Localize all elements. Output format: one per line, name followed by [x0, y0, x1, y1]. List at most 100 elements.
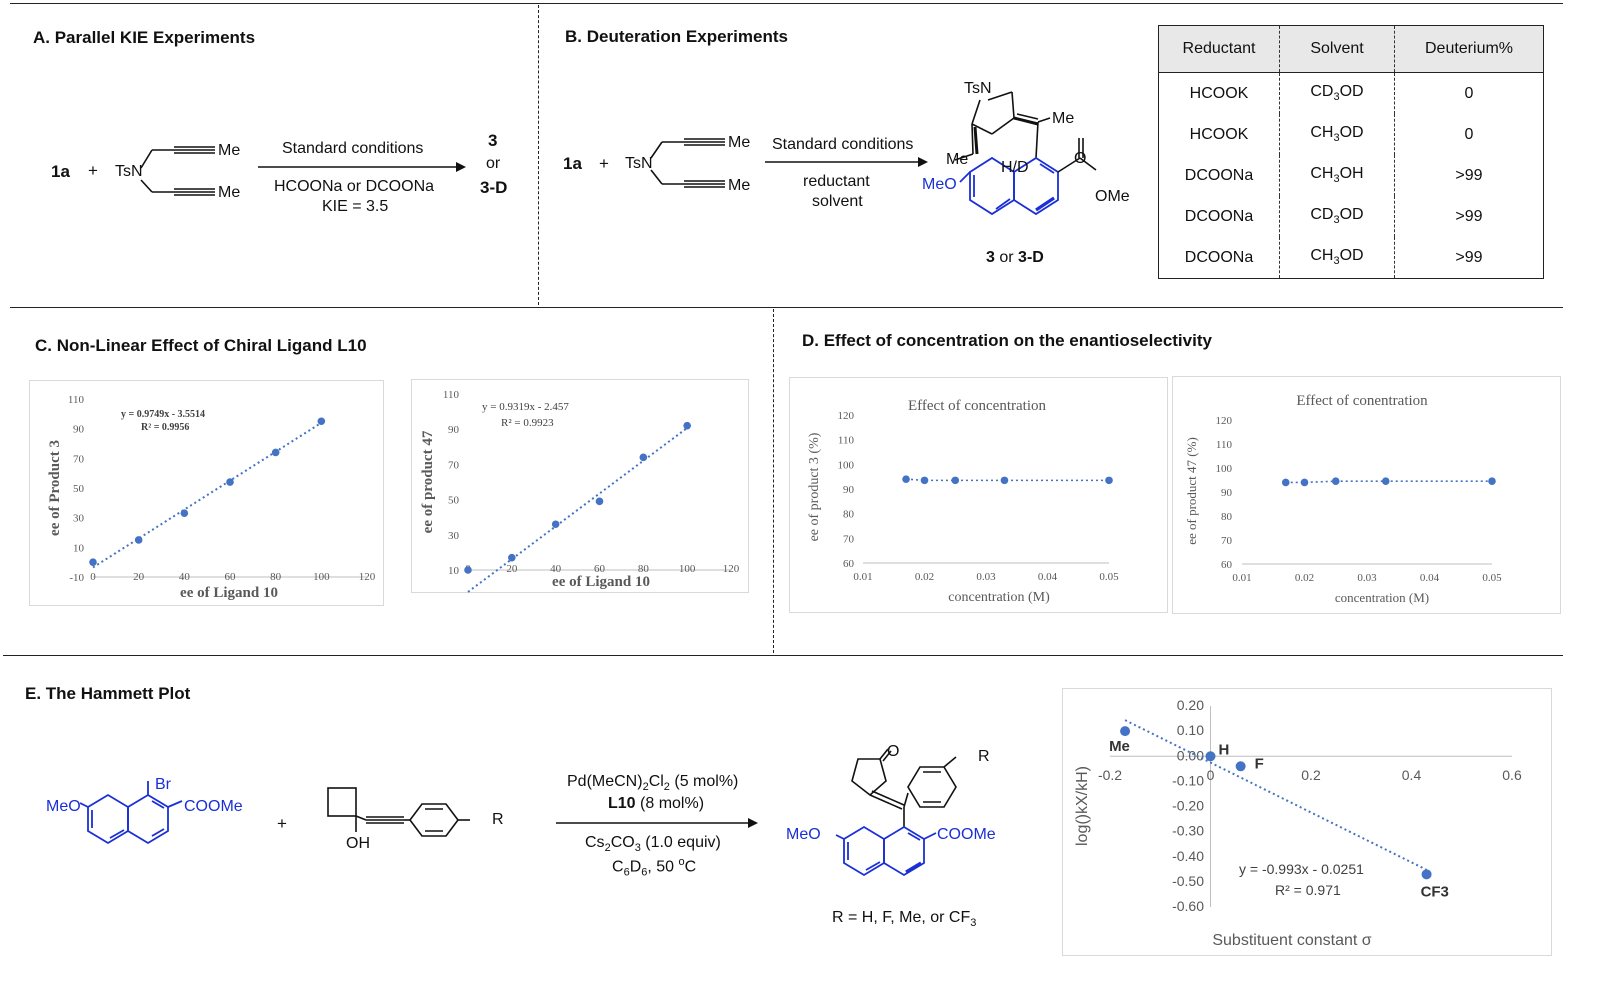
table-header-row: Reductant Solvent Deuterium% — [1158, 25, 1544, 73]
x-axis-label: ee of Ligand 10 — [552, 574, 650, 590]
a-tsn: TsN — [115, 163, 143, 180]
x-tick-label: 0.01 — [853, 571, 872, 583]
data-point — [951, 476, 960, 485]
cell-reductant: DCOONa — [1158, 155, 1280, 196]
chart-c2-frame — [411, 379, 749, 593]
y-tick-label: 90 — [73, 424, 85, 436]
x-tick-label: 0.02 — [1295, 572, 1314, 584]
y-axis-label: ee of product 3 (%) — [807, 432, 822, 541]
y-tick-label: 80 — [843, 509, 855, 521]
y-tick-label: 90 — [448, 424, 460, 436]
section-a-title: A. Parallel KIE Experiments — [33, 28, 256, 47]
x-tick-label: 20 — [506, 563, 517, 575]
e-coome: COOMe — [184, 798, 243, 815]
b-tsn: TsN — [625, 155, 653, 172]
y-tick-label: -0.50 — [1172, 873, 1204, 889]
x-tick-label: 0.04 — [1420, 572, 1440, 584]
e-cond-2: L10 (8 mol%) — [608, 795, 704, 813]
data-point — [1488, 477, 1496, 485]
cell-solvent: CH3OH — [1279, 155, 1395, 196]
y-tick-label: 60 — [843, 558, 855, 570]
data-point — [639, 453, 648, 462]
col-deuterium: Deuterium% — [1394, 25, 1544, 73]
y-axis-label: ee of product 47 — [420, 430, 436, 533]
data-point — [1421, 869, 1432, 880]
chart-nle-product-47: 0204060801001201030507090110ee of Ligand… — [420, 389, 740, 593]
data-point — [1000, 476, 1009, 485]
x-axis-label: concentration (M) — [948, 590, 1050, 605]
section-e-title: E. The Hammett Plot — [25, 684, 191, 703]
b-p-label-3d: 3-D — [1018, 249, 1044, 266]
y-tick-label: 70 — [843, 533, 855, 545]
data-point — [1381, 477, 1390, 485]
trendline-r2: R² = 0.9923 — [501, 417, 554, 429]
x-tick-label: 0.05 — [1099, 571, 1119, 583]
chart-c1-frame — [29, 380, 384, 606]
point-label: CF3 — [1421, 883, 1449, 900]
b-cond-bot1: reductant — [803, 173, 870, 190]
section-b-title: B. Deuteration Experiments — [565, 27, 788, 46]
trendline — [467, 427, 688, 593]
divider-row2 — [3, 655, 1563, 656]
x-tick-label: 80 — [270, 571, 282, 583]
y-tick-label: 100 — [1216, 463, 1233, 475]
x-tick-label: 0.05 — [1482, 572, 1502, 584]
e-p-r: R — [978, 748, 990, 765]
e-p-coome: COOMe — [937, 826, 996, 843]
cell-deuterium: >99 — [1455, 166, 1483, 184]
chart-title: Effect of conentration — [1296, 393, 1428, 409]
x-tick-label: 0.01 — [1232, 572, 1251, 584]
e-cond-l10: L10 — [608, 795, 636, 812]
section-c-title: C. Non-Linear Effect of Chiral Ligand L1… — [35, 336, 367, 355]
y-tick-label: 10 — [448, 565, 460, 577]
y-tick-label: 120 — [1216, 415, 1233, 427]
a-prod-3: 3 — [488, 131, 498, 150]
y-tick-label: 10 — [73, 542, 85, 554]
x-tick-label: 100 — [679, 563, 696, 575]
cell-reductant: HCOOK — [1158, 114, 1280, 155]
e-r-definition: R = H, F, Me, or CF3 — [832, 909, 977, 930]
b-product-structure — [954, 91, 1097, 216]
data-point — [226, 478, 234, 486]
y-tick-label: 90 — [843, 484, 855, 496]
y-tick-label: 0.00 — [1177, 747, 1204, 763]
a-cond-bot1: HCOONa or DCOONa — [274, 178, 435, 195]
y-tick-label: 50 — [73, 483, 85, 495]
data-point — [683, 421, 691, 430]
section-d-title: D. Effect of concentration on the enanti… — [802, 331, 1212, 350]
y-tick-label: 0.10 — [1177, 722, 1204, 738]
x-tick-label: 60 — [225, 571, 237, 583]
data-point — [1300, 478, 1309, 487]
divider-cd — [773, 309, 774, 653]
x-tick-label: 0.2 — [1301, 767, 1321, 783]
a-me-bottom: Me — [218, 184, 241, 201]
trendline-equation: y = -0.993x - 0.0251 — [1239, 861, 1364, 877]
x-axis-label: concentration (M) — [1335, 590, 1429, 605]
y-tick-label: 0.20 — [1177, 697, 1204, 713]
e-p-meo: MeO — [786, 826, 821, 843]
x-tick-label: 20 — [133, 571, 145, 583]
data-point — [464, 566, 472, 574]
b-cond-bot2: solvent — [812, 193, 863, 210]
y-tick-label: 110 — [1216, 439, 1233, 451]
e-cond-l10-loading: (8 mol%) — [635, 795, 705, 812]
x-tick-label: 0.03 — [1357, 572, 1377, 584]
point-label: H — [1219, 741, 1230, 758]
b-p-me-left: Me — [946, 151, 969, 168]
cell-solvent: CH3OD — [1279, 237, 1395, 279]
y-tick-label: -0.30 — [1172, 823, 1204, 839]
e-r: R — [492, 811, 504, 828]
e-br: Br — [155, 776, 171, 793]
y-tick-label: 100 — [838, 459, 855, 471]
data-point — [134, 536, 143, 544]
e-bromonaphthalene-structure — [80, 781, 183, 845]
cell-deuterium: 0 — [1464, 84, 1474, 102]
data-point — [317, 417, 326, 426]
